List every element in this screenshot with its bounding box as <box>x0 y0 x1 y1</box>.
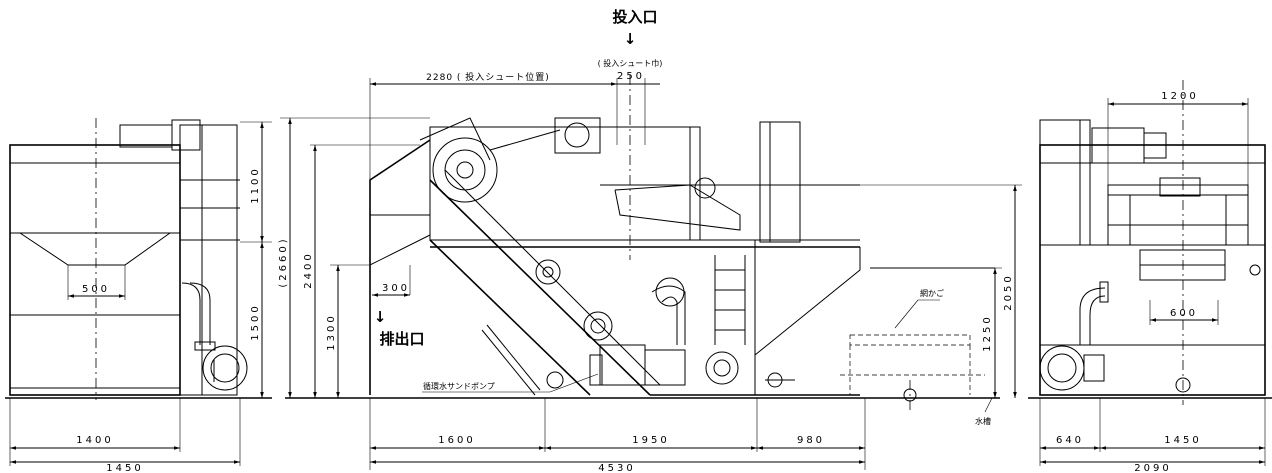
dim-front-1950: 1950 <box>632 435 669 446</box>
dim-right-640: 640 <box>1056 435 1084 446</box>
dim-front-4530: 4530 <box>598 463 635 473</box>
dim-front-2400: 2400 <box>303 251 314 288</box>
label-pump: 循環水サンドポンプ <box>423 381 495 391</box>
label-outlet-arrow: ↓ <box>374 308 387 326</box>
label-inlet-arrow: ↓ <box>624 30 637 48</box>
dim-front-2050: 2050 <box>1003 273 1014 310</box>
label-outlet: 排出口 <box>379 330 424 348</box>
dim-front-2660: (2660) <box>278 236 289 287</box>
dim-left-1500: 1500 <box>250 303 261 340</box>
dim-front-1300: 1300 <box>326 313 337 350</box>
dim-front-300: 300 <box>382 283 410 294</box>
side-view-right <box>1028 80 1272 466</box>
label-inlet: 投入口 <box>612 8 657 26</box>
dim-right-1450: 1450 <box>1164 435 1201 446</box>
dim-front-250: 250 <box>617 71 645 82</box>
dim-right-1200: 1200 <box>1161 91 1198 102</box>
dim-right-2090: 2090 <box>1134 463 1171 473</box>
front-view <box>280 75 1022 470</box>
dim-front-1250: 1250 <box>982 314 993 351</box>
dim-chute-position: 2280 ( 投入シュート位置) <box>426 71 550 83</box>
label-chute-width: ( 投入シュート巾) <box>598 58 663 68</box>
dim-front-1600: 1600 <box>438 435 475 446</box>
dim-left-1450: 1450 <box>106 463 143 473</box>
dim-right-600: 600 <box>1170 308 1198 319</box>
label-tank: 水槽 <box>975 416 991 426</box>
dim-left-1400: 1400 <box>76 435 113 446</box>
dim-left-500: 500 <box>82 284 110 295</box>
dim-front-980: 980 <box>797 435 825 446</box>
side-view-left <box>5 118 272 466</box>
label-basket: 網かご <box>920 288 944 298</box>
dim-left-1100: 1100 <box>250 166 261 203</box>
